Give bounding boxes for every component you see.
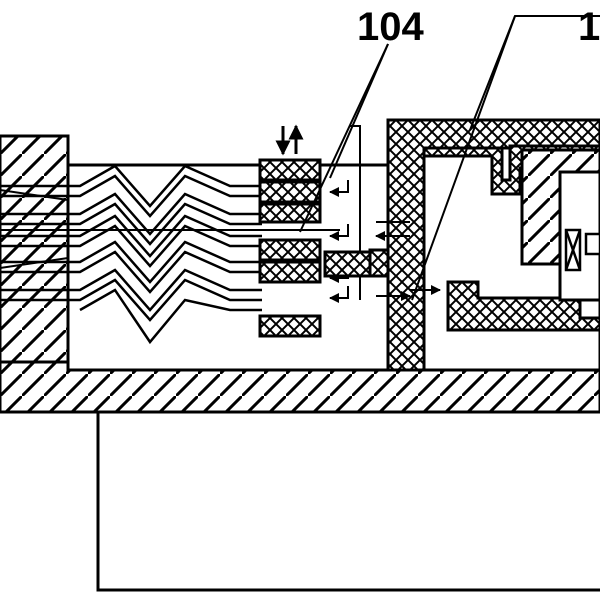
connector-column: [258, 158, 322, 338]
part-label-104: 104: [357, 5, 424, 49]
support-frame: [96, 412, 600, 592]
part-label-1: 1: [578, 5, 600, 49]
wavy-fibers: [0, 164, 262, 345]
left-hatched-block: [0, 134, 70, 364]
leader-lines: [299, 15, 600, 301]
vertical-arrows-icon: [275, 124, 304, 156]
straight-fibers: [0, 189, 340, 269]
horizontal-arrows: [375, 221, 441, 301]
x-component-icon: [564, 228, 600, 272]
